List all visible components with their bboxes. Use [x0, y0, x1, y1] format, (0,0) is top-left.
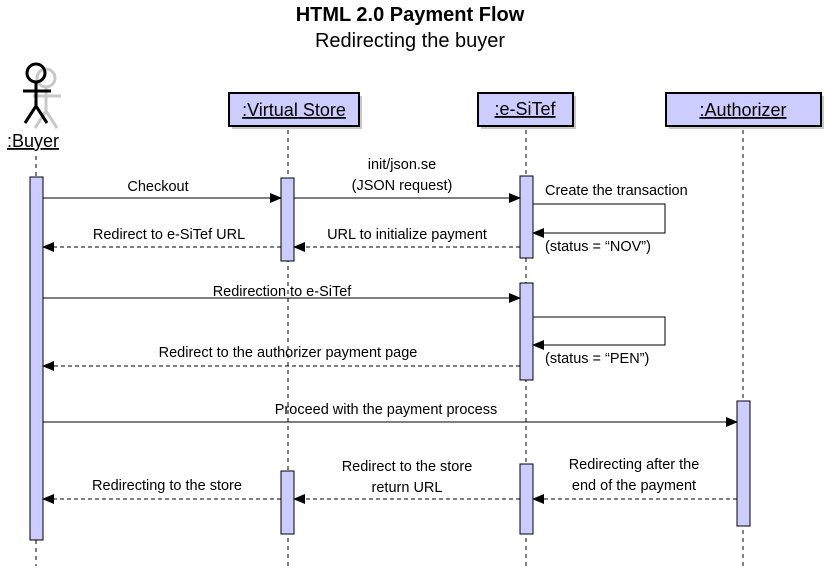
- participant-authorizer: :Authorizer: [665, 92, 824, 129]
- diagram-subtitle: Redirecting the buyer: [315, 30, 505, 52]
- message-proceed-payment-label: Proceed with the payment process: [275, 402, 497, 418]
- message-checkout-label: Checkout: [127, 179, 188, 195]
- activation-esitef-1: [519, 175, 534, 259]
- participant-virtual-store: :Virtual Store: [228, 92, 362, 129]
- message-redirecting-after-line1: Redirecting after the: [569, 457, 700, 473]
- message-init-line2: (JSON request): [352, 178, 453, 194]
- activation-store-2: [280, 470, 295, 535]
- message-redirecting-after: Redirecting after the end of the payment: [532, 457, 737, 504]
- message-create-transaction: Create the transaction (status = “NOV”): [532, 183, 688, 255]
- message-redirecting-after-line2: end of the payment: [572, 478, 696, 494]
- participant-virtual-store-label: :Virtual Store: [242, 100, 346, 120]
- status-nov-label: (status = “NOV”): [545, 239, 651, 255]
- message-checkout: Checkout: [43, 179, 282, 203]
- participant-esitef: :e-SiTef: [477, 92, 576, 129]
- message-redirecting-store-label: Redirecting to the store: [92, 478, 242, 494]
- message-redirect-store-line1: Redirect to the store: [342, 459, 473, 475]
- activation-esitef-3: [519, 463, 534, 535]
- message-url-initialize-label: URL to initialize payment: [327, 227, 487, 243]
- participant-buyer-label: :Buyer: [7, 131, 59, 151]
- message-redirection-esitef: Redirection to e-SiTef: [43, 284, 521, 303]
- message-redirection-esitef-label: Redirection to e-SiTef: [213, 284, 353, 300]
- status-pen-label: (status = “PEN”): [545, 351, 649, 367]
- activation-store-1: [280, 177, 295, 262]
- message-redirecting-store: Redirecting to the store: [42, 478, 281, 504]
- participant-authorizer-label: :Authorizer: [699, 100, 786, 120]
- activation-authorizer: [736, 400, 751, 527]
- message-redirect-esitef-url: Redirect to e-SiTef URL: [42, 227, 281, 252]
- participant-esitef-label: :e-SiTef: [494, 99, 556, 119]
- message-redirect-esitef-url-label: Redirect to e-SiTef URL: [93, 227, 245, 243]
- diagram-title: HTML 2.0 Payment Flow: [296, 4, 525, 26]
- message-redirect-authorizer-label: Redirect to the authorizer payment page: [159, 345, 418, 361]
- message-redirect-authorizer: Redirect to the authorizer payment page: [42, 345, 520, 371]
- message-redirect-store: Redirect to the store return URL: [293, 459, 520, 504]
- buyer-actor-icon: [23, 62, 61, 129]
- message-init-line1: init/json.se: [368, 157, 437, 173]
- message-create-transaction-label: Create the transaction: [545, 183, 688, 199]
- message-url-initialize: URL to initialize payment: [293, 227, 520, 252]
- message-init-json: init/json.se (JSON request): [294, 157, 521, 203]
- activation-buyer: [29, 176, 44, 541]
- message-proceed-payment: Proceed with the payment process: [43, 402, 738, 427]
- message-status-pen: (status = “PEN”): [532, 316, 666, 367]
- message-redirect-store-line2: return URL: [372, 480, 443, 496]
- activation-esitef-2: [519, 282, 534, 381]
